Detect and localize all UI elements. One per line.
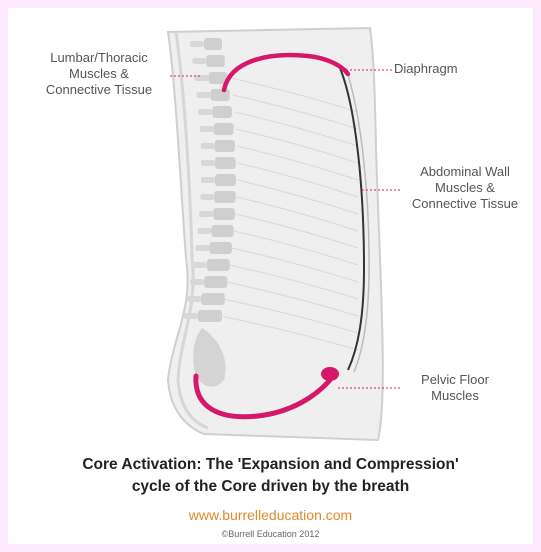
label-lumbar-line1: Lumbar/Thoracic [28, 50, 170, 66]
label-diaphragm: Diaphragm [394, 61, 494, 77]
vertebra [213, 208, 235, 220]
vertebra-process [198, 109, 212, 115]
label-abdominal-wall: Abdominal Wall Muscles & Connective Tiss… [400, 164, 530, 212]
vertebra-process [190, 41, 204, 47]
vertebra [198, 310, 222, 322]
pelvic-floor-node [321, 367, 339, 381]
vertebra-process [193, 262, 207, 268]
vertebra-process [197, 92, 211, 98]
vertebra-process [199, 211, 213, 217]
vertebra [212, 106, 232, 118]
vertebra-process [201, 160, 215, 166]
vertebra-process [195, 245, 209, 251]
vertebra-process [198, 228, 212, 234]
caption-line2: cycle of the Core driven by the breath [8, 476, 533, 498]
vertebra-process [200, 194, 214, 200]
vertebra-process [192, 58, 206, 64]
vertebra [211, 89, 230, 101]
vertebra-process [201, 177, 215, 183]
label-lumbar-thoracic: Lumbar/Thoracic Muscles & Connective Tis… [28, 50, 170, 98]
vertebra [206, 55, 224, 67]
vertebra [207, 259, 230, 271]
vertebra [209, 242, 232, 254]
website-link[interactable]: www.burrelleducation.com [8, 507, 533, 523]
vertebra [201, 293, 225, 305]
label-pelvic-line2: Muscles [400, 388, 510, 404]
label-pelvic-line1: Pelvic Floor [400, 372, 510, 388]
vertebra [214, 123, 234, 135]
vertebra [214, 191, 235, 203]
label-lumbar-line3: Connective Tissue [28, 82, 170, 98]
label-abdominal-line3: Connective Tissue [400, 196, 530, 212]
vertebra-process [200, 126, 214, 132]
label-pelvic-floor: Pelvic Floor Muscles [400, 372, 510, 404]
label-abdominal-line1: Abdominal Wall [400, 164, 530, 180]
copyright-notice: ©Burrell Education 2012 [8, 529, 533, 539]
caption-line1: Core Activation: The 'Expansion and Comp… [8, 454, 533, 476]
vertebra [212, 225, 234, 237]
vertebra [204, 276, 227, 288]
vertebra-process [184, 313, 198, 319]
label-lumbar-line2: Muscles & [28, 66, 170, 82]
label-abdominal-line2: Muscles & [400, 180, 530, 196]
vertebra [215, 140, 235, 152]
caption: Core Activation: The 'Expansion and Comp… [8, 454, 533, 498]
vertebra-process [190, 279, 204, 285]
diagram-card: Lumbar/Thoracic Muscles & Connective Tis… [8, 8, 533, 544]
vertebra-process [201, 143, 215, 149]
vertebra [215, 174, 236, 186]
vertebra-process [195, 75, 209, 81]
vertebra [204, 38, 222, 50]
vertebra-process [187, 296, 201, 302]
vertebra [215, 157, 236, 169]
